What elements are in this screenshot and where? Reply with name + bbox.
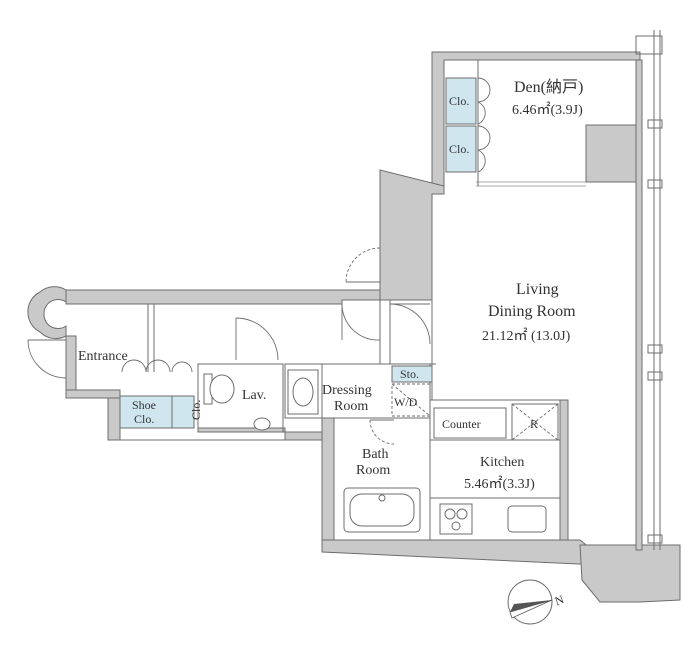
- shoe-closet-label-line2: Clo.: [134, 412, 154, 426]
- entrance-bottom-wall: [65, 389, 121, 399]
- south-wall: [321, 539, 601, 566]
- storage-closet: [391, 365, 433, 383]
- lav-name: Lav.: [242, 388, 266, 403]
- counter-label: Counter: [442, 417, 481, 431]
- lav-sink: [253, 417, 271, 431]
- entrance-left-wall: [65, 335, 77, 399]
- den-closet-upper: [445, 77, 477, 125]
- compass-north-label: N: [553, 592, 566, 608]
- toilet: [203, 373, 235, 405]
- kitchen-right-wall: [559, 399, 569, 541]
- room-labels: Den(納戸) 6.46㎡(3.9J) Living Dining Room 2…: [78, 78, 583, 492]
- kitchen-sink: [507, 505, 547, 533]
- dressing-name-line2: Room: [334, 399, 368, 414]
- living-name-line2: Dining Room: [488, 303, 576, 320]
- east-column: [585, 124, 641, 183]
- vanity-sink: [287, 369, 319, 415]
- southeast-block: [579, 544, 681, 603]
- counter-box: [433, 407, 507, 439]
- washer-label: W/D: [394, 395, 418, 409]
- central-wall-block: [379, 169, 445, 301]
- refrigerator: [511, 403, 559, 441]
- bath-name-line1: Bath: [362, 447, 388, 462]
- living-name-line1: Living: [516, 281, 559, 298]
- compass: N: [507, 579, 566, 625]
- kitchen-name: Kitchen: [480, 455, 524, 470]
- entrance-closet-label: Clo.: [189, 400, 203, 420]
- fridge-label: R: [530, 417, 538, 431]
- entrance-rounded-wall: [27, 286, 67, 340]
- bathtub: [343, 487, 421, 533]
- bath-name-line2: Room: [356, 463, 390, 478]
- shoe-closet-label-line1: Shoe: [132, 398, 156, 412]
- storage-label: Sto.: [400, 367, 419, 381]
- dressing-name-line1: Dressing: [322, 383, 372, 398]
- east-wall: [635, 59, 643, 551]
- entrance-closet: [171, 395, 195, 429]
- stove: [439, 503, 473, 535]
- den-closet-lower-label: Clo.: [449, 142, 469, 156]
- den-closet-upper-label: Clo.: [449, 94, 469, 108]
- exterior-walls: [27, 51, 681, 603]
- living-area: 21.12㎡ (13.0J): [482, 328, 571, 344]
- corridor-top-wall: [65, 289, 381, 305]
- entrance-name: Entrance: [78, 349, 128, 364]
- fixtures: [203, 369, 559, 535]
- doors: [27, 77, 491, 445]
- washer-dryer: [391, 383, 431, 417]
- balcony-rail: [635, 30, 663, 550]
- den-area: 6.46㎡(3.9J): [512, 102, 583, 118]
- fixture-labels: Clo. Clo. Shoe Clo. Clo. Sto. W/D Counte…: [132, 94, 538, 431]
- den-closet-lower: [445, 125, 477, 173]
- compass-ring: [507, 579, 553, 625]
- kitchen-area: 5.46㎡(3.3J): [464, 476, 535, 492]
- bath-left-wall: [321, 417, 335, 553]
- den-name: Den(納戸): [514, 78, 583, 96]
- closets: [119, 77, 477, 429]
- shoe-closet: [119, 395, 173, 429]
